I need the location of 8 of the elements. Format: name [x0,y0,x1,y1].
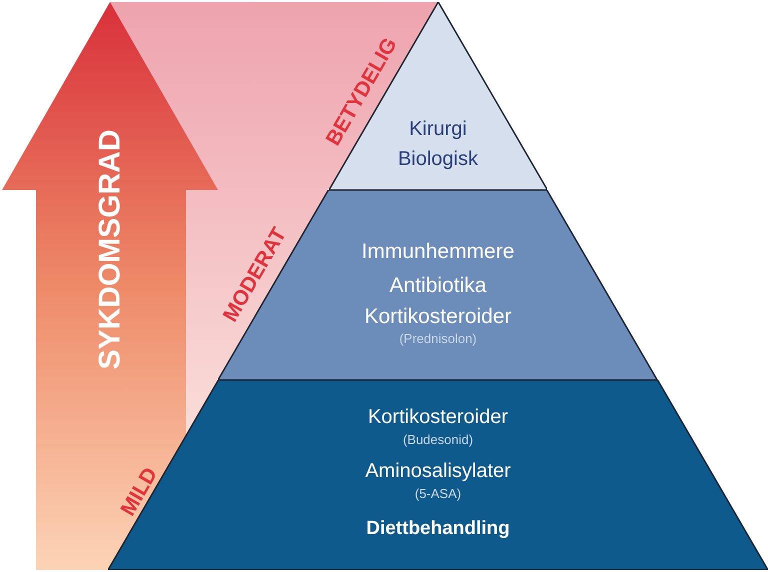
treatment-name: Kortikosteroider [366,406,510,428]
axis-title: SYKDOMSGRAD [94,128,126,372]
pyramid-tier [108,380,768,570]
pyramid-tier [218,190,658,380]
treatment-note: (Budesonid) [402,433,474,448]
treatment-name: Biologisk [396,148,479,170]
treatment-name-bold: Diettbehandling [365,519,511,540]
treatment-note: (Prednisolon) [398,332,478,346]
